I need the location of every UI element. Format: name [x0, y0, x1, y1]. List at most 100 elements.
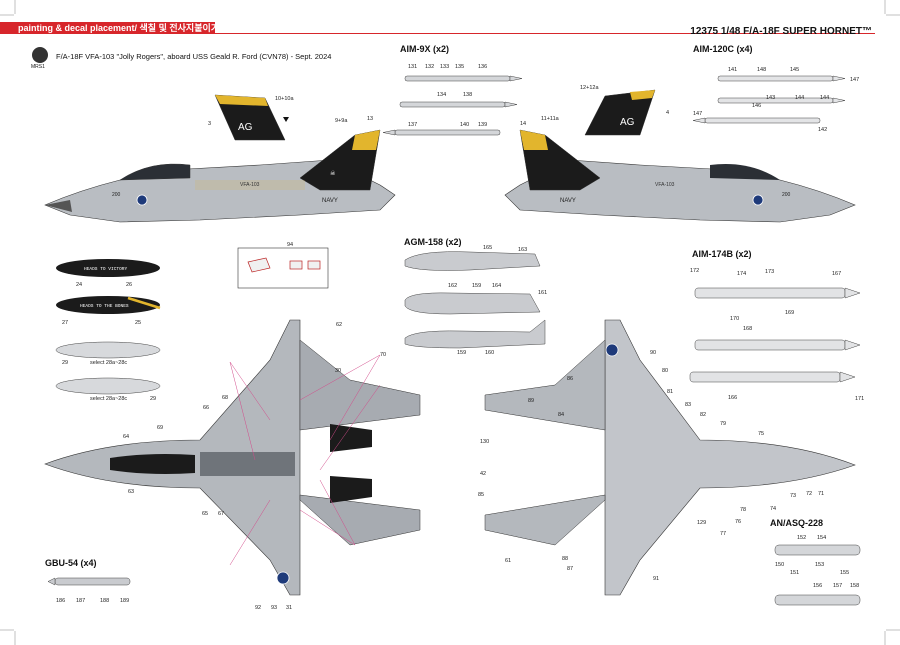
fuel-tanks-gray [55, 341, 161, 395]
num-14: 14 [520, 121, 527, 127]
num-26: 26 [126, 282, 133, 288]
side-modex-right: 200 [782, 192, 791, 198]
num-151: 151 [790, 570, 800, 576]
bottom-view-aircraft [484, 319, 856, 596]
aim9x-drawings [382, 75, 523, 136]
num-152: 152 [797, 535, 807, 541]
callout-lines-top [229, 354, 381, 566]
num-156: 156 [813, 583, 823, 589]
num-133: 133 [440, 64, 450, 70]
num-137: 137 [408, 122, 418, 128]
num-82: 82 [700, 412, 707, 418]
num-76: 76 [735, 519, 742, 525]
label-aim9x: AIM-9X (x2) [400, 44, 450, 54]
num-168: 168 [743, 326, 753, 332]
num-10: 10+10a [275, 96, 294, 102]
num-186: 186 [56, 598, 66, 604]
num-174: 174 [737, 271, 747, 277]
num-83: 83 [685, 402, 692, 408]
num-78: 78 [740, 507, 747, 513]
section-title: painting & decal placement/ 색칠 및 전사지붙이기 [18, 23, 220, 33]
num-162: 162 [448, 283, 458, 289]
num-31: 31 [286, 605, 293, 611]
side-view-left: ☠ 200 VFA-103 NAVY [44, 129, 396, 223]
num-80: 80 [662, 368, 669, 374]
anasq-drawing [774, 544, 861, 606]
kit-title: 12375 1/48 F/A-18F SUPER HORNET™ [690, 26, 872, 37]
num-146: 146 [752, 103, 762, 109]
scheme-subtitle: F/A-18F VFA-103 "Jolly Rogers", aboard U… [56, 52, 332, 61]
select-note-1: select 28a~28c [90, 360, 128, 366]
num-159: 159 [472, 283, 482, 289]
num-145: 145 [790, 67, 800, 73]
num-66: 66 [203, 405, 210, 411]
num-69: 69 [157, 425, 164, 431]
num-153: 153 [815, 562, 825, 568]
num-143: 143 [766, 95, 776, 101]
side-squadron-left: VFA-103 [240, 182, 260, 188]
num-148: 148 [757, 67, 767, 73]
label-aim120c: AIM-120C (x4) [693, 44, 753, 54]
num-132: 132 [425, 64, 435, 70]
num-140: 140 [460, 122, 470, 128]
num-93: 93 [271, 605, 278, 611]
num-64: 64 [123, 434, 130, 440]
num-154: 154 [817, 535, 827, 541]
num-147: 147 [850, 77, 860, 83]
num-164: 164 [492, 283, 502, 289]
num-130: 130 [480, 439, 490, 445]
num-24: 24 [76, 282, 83, 288]
num-144b: 144 [820, 95, 830, 101]
side-navy-left: NAVY [322, 198, 338, 204]
num-86: 86 [567, 376, 574, 382]
num-77: 77 [720, 531, 727, 537]
decal-inset [237, 247, 329, 289]
num-72: 72 [806, 491, 813, 497]
num-155: 155 [840, 570, 850, 576]
num-160: 160 [485, 350, 495, 356]
num-3: 3 [208, 121, 212, 127]
num-129: 129 [697, 520, 707, 526]
brand-logo-icon [32, 47, 48, 63]
side-squadron-right: VFA-103 [655, 182, 675, 188]
num-169: 169 [785, 310, 795, 316]
num-62: 62 [336, 322, 343, 328]
fin-left: AG [214, 94, 289, 141]
num-73: 73 [790, 493, 797, 499]
label-aim174b: AIM-174B (x2) [692, 249, 752, 259]
num-65: 65 [202, 511, 209, 517]
num-29: 29 [62, 360, 69, 366]
num-81: 81 [667, 389, 674, 395]
num-161: 161 [538, 290, 548, 296]
num-94: 94 [287, 242, 294, 248]
fin-letters-right: AG [620, 117, 635, 128]
num-170: 170 [730, 316, 740, 322]
num-9: 9+9a [335, 118, 348, 124]
num-87: 87 [567, 566, 574, 572]
fin-letters-left: AG [238, 122, 253, 133]
num-131: 131 [408, 64, 418, 70]
num-188: 188 [100, 598, 110, 604]
skull-emblem: ☠ [330, 170, 336, 177]
num-27: 27 [62, 320, 69, 326]
num-67: 67 [218, 511, 225, 517]
num-75: 75 [758, 431, 765, 437]
num-92: 92 [255, 605, 262, 611]
num-187: 187 [76, 598, 86, 604]
num-68: 68 [222, 395, 229, 401]
num-61: 61 [505, 558, 512, 564]
num-150: 150 [775, 562, 785, 568]
label-anasq: AN/ASQ-228 [770, 518, 824, 528]
num-4: 4 [666, 110, 670, 116]
num-11: 11+11a [541, 116, 559, 122]
num-171: 171 [855, 396, 865, 402]
num-135: 135 [455, 64, 465, 70]
num-91: 91 [653, 576, 660, 582]
num-74: 74 [770, 506, 777, 512]
aim174b-drawings [689, 287, 861, 383]
logo-label: MRS1 [31, 64, 45, 70]
gbu54-drawing [47, 577, 131, 586]
section-banner: painting & decal placement/ 색칠 및 전사지붙이기 [0, 22, 219, 34]
